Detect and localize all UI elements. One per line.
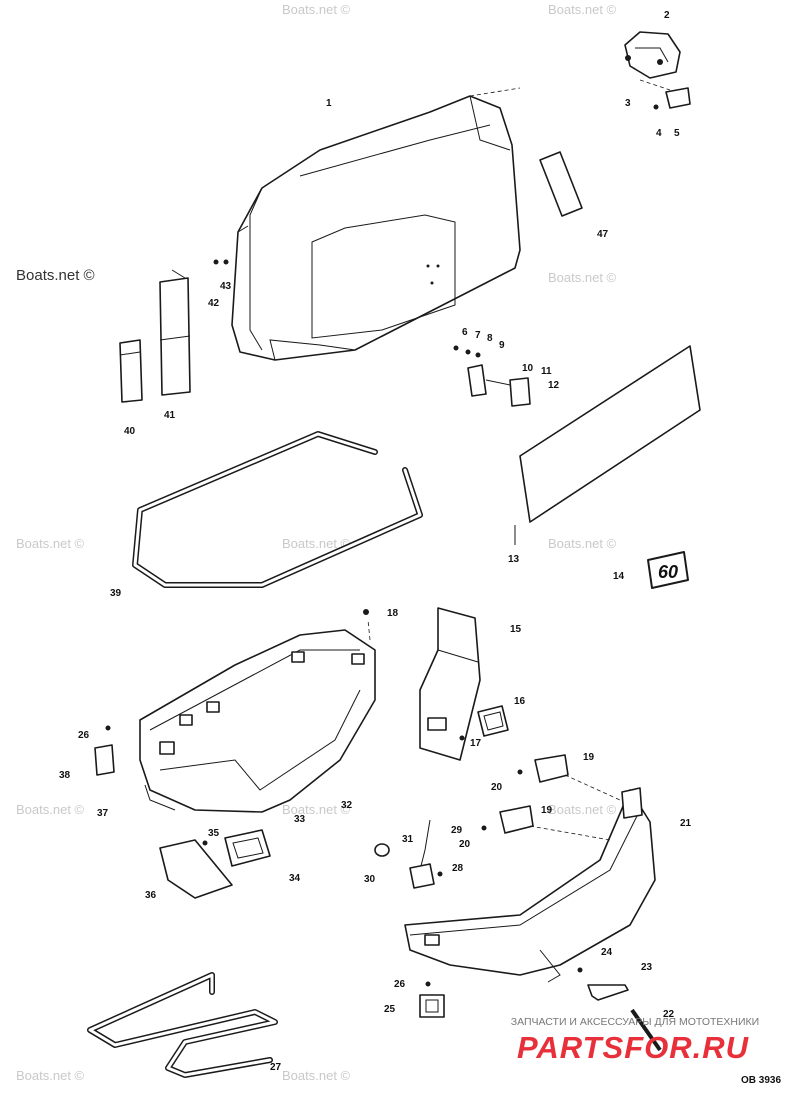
watermark: Boats.net © [282, 2, 351, 17]
callout: 7 [475, 330, 481, 341]
seal-39 [132, 431, 423, 588]
callout: 35 [208, 828, 220, 839]
callout: 40 [124, 426, 136, 437]
callout: 10 [522, 363, 534, 374]
callout: 34 [289, 873, 301, 884]
watermark-dark: Boats.net © [16, 267, 95, 284]
callout: 12 [548, 380, 560, 391]
handle-27 [87, 972, 278, 1078]
rod-assembly [577, 967, 662, 1052]
callout: 3 [625, 98, 631, 109]
watermark: Boats.net © [16, 802, 85, 817]
watermarks: Boats.net © Boats.net © Boats.net © Boat… [16, 2, 617, 1083]
callout: 31 [402, 834, 414, 845]
callout: 36 [145, 890, 157, 901]
bottom-cowl-right [404, 787, 656, 983]
diagram-code: OB 3936 [741, 1075, 781, 1086]
left-hardware [94, 725, 271, 899]
watermark: Boats.net © [548, 536, 617, 551]
grommet-25 [419, 981, 445, 1018]
callout: 29 [451, 825, 463, 836]
callout: 47 [597, 229, 609, 240]
clips [481, 754, 621, 841]
watermark: Boats.net © [548, 802, 617, 817]
side-decals [119, 259, 229, 403]
watermark: Boats.net © [282, 802, 351, 817]
callout: 27 [270, 1062, 282, 1073]
callout: 32 [341, 800, 353, 811]
decal-47 [539, 151, 583, 217]
callout: 16 [514, 696, 526, 707]
brand-caption: ЗАПЧАСТИ И АКСЕССУАРЫ ДЛЯ МОТОТЕХНИКИ [511, 1016, 759, 1028]
brand-footer: ЗАПЧАСТИ И АКСЕССУАРЫ ДЛЯ МОТОТЕХНИКИ PA… [511, 1016, 759, 1065]
callout: 8 [487, 333, 493, 344]
callout: 22 [663, 1009, 675, 1020]
callout: 37 [97, 808, 109, 819]
callout: 26 [394, 979, 406, 990]
callout-numbers: 1 2 3 4 5 6 7 8 9 10 11 12 13 14 15 16 1… [59, 10, 692, 1073]
callout: 41 [164, 410, 176, 421]
badge-60: 60 [647, 551, 689, 589]
callout: 33 [294, 814, 306, 825]
callout: 28 [452, 863, 464, 874]
bracket-assembly [624, 31, 691, 110]
callout: 20 [459, 839, 471, 850]
callout: 18 [387, 608, 399, 619]
callout: 14 [613, 571, 625, 582]
callout: 25 [384, 1004, 396, 1015]
latch-hardware [453, 345, 531, 407]
watermark: Boats.net © [548, 270, 617, 285]
callout: 1 [326, 98, 332, 109]
top-cowl [231, 87, 521, 361]
callout: 43 [220, 281, 232, 292]
callout: 21 [680, 818, 692, 829]
callout: 6 [462, 327, 468, 338]
callout: 38 [59, 770, 71, 781]
bottom-cowl-left [139, 609, 376, 813]
callout: 30 [364, 874, 376, 885]
watermark: Boats.net © [548, 2, 617, 17]
watermark: Boats.net © [282, 1068, 351, 1083]
callout: 20 [491, 782, 503, 793]
mount-bracket [419, 607, 509, 761]
callout: 13 [508, 554, 520, 565]
decal-13 [519, 345, 701, 523]
callout: 39 [110, 588, 122, 599]
callout: 9 [499, 340, 505, 351]
callout: 26 [78, 730, 90, 741]
brand-logo: PARTSFOR.RU [517, 1030, 750, 1065]
callout: 24 [601, 947, 613, 958]
callout: 42 [208, 298, 220, 309]
watermark: Boats.net © [282, 536, 351, 551]
callout: 5 [674, 128, 680, 139]
watermark: Boats.net © [16, 536, 85, 551]
callout: 19 [583, 752, 595, 763]
callout: 19 [541, 805, 553, 816]
latch-linkage [374, 819, 443, 889]
callout: 15 [510, 624, 522, 635]
callout: 11 [541, 366, 552, 377]
badge-60-text: 60 [658, 562, 678, 582]
callout: 23 [641, 962, 653, 973]
callout: 4 [656, 128, 662, 139]
callout: 17 [470, 738, 482, 749]
watermark: Boats.net © [16, 1068, 85, 1083]
callout: 2 [664, 10, 670, 21]
